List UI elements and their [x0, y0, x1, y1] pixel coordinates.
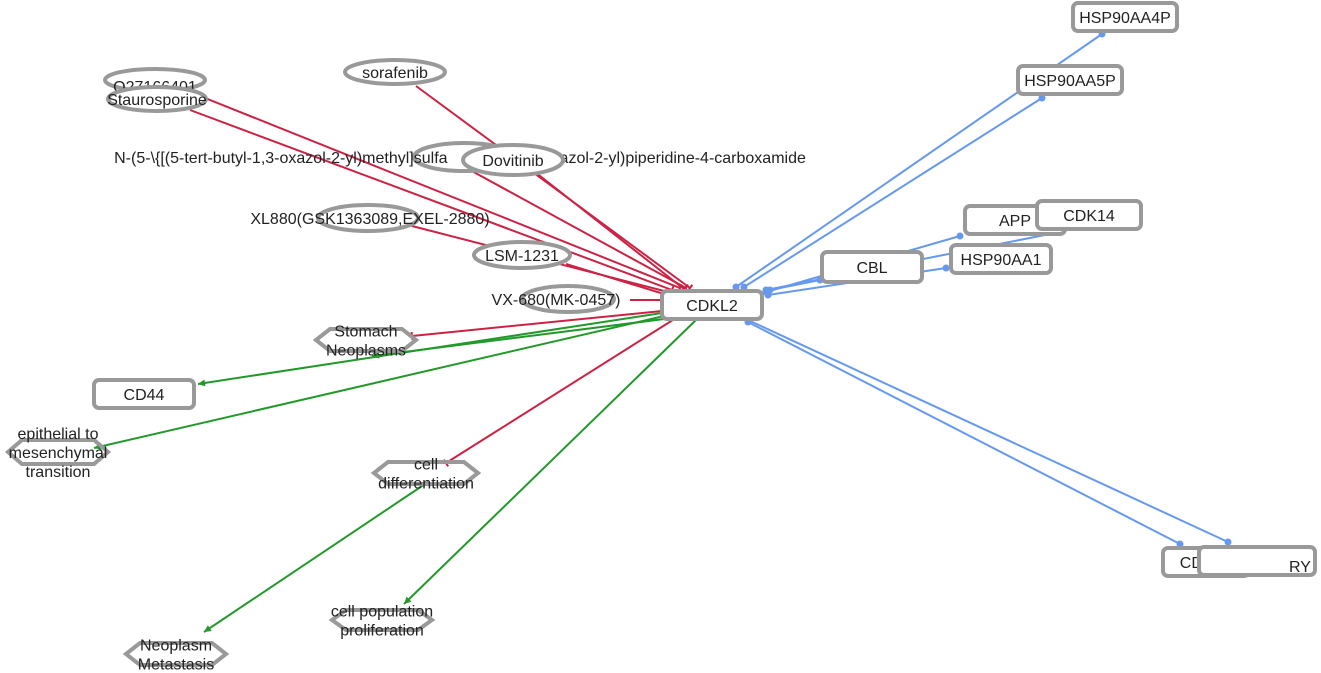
node-label: mesenchymal [9, 445, 108, 462]
interaction-dot [764, 291, 772, 299]
edge-CDKL2-RY-interact[interactable] [744, 316, 1232, 546]
interaction-dot [956, 232, 964, 240]
node-label: VX-680(MK-0457) [492, 292, 621, 309]
node-label: LSM-1231 [485, 248, 559, 265]
node-label: Staurosporine [107, 92, 207, 109]
edge-Dovitinib-CDKL2-inhibit[interactable] [534, 171, 688, 293]
node-shape-diamond [328, 608, 436, 632]
node-shape-rect [1197, 545, 1317, 577]
node-shape-ellipse [520, 284, 616, 314]
node-label: cell [414, 457, 438, 474]
node-lsm1231[interactable]: LSM-1231 [472, 240, 572, 270]
edge-Staurosporine-CDKL2-inhibit[interactable] [189, 109, 675, 295]
edge-CellDiff-NeoMeta-activate[interactable] [203, 481, 429, 633]
edge-CDKL2-HSP90AA5P-interact[interactable] [740, 94, 1046, 291]
node-label: APP [999, 213, 1031, 230]
node-label: sorafenib [362, 65, 428, 82]
node-shape-diamond [4, 438, 112, 466]
arrowhead [204, 625, 212, 632]
node-label: HSP90AA1 [961, 252, 1042, 269]
edge-Q27166401-CDKL2-inhibit[interactable] [189, 91, 683, 293]
node-label: XL880(GSK1363089,EXEL-2880) [250, 211, 489, 228]
node-shape-diamond [122, 641, 230, 667]
node-label: transition [26, 464, 91, 481]
node-nsulfa[interactable]: N-(5-\{[(5-tert-butyl-1,3-oxazol-2-yl)me… [114, 141, 806, 173]
edge-CDKL2-CDC37-interact[interactable] [744, 318, 1184, 548]
node-shape-rect [660, 289, 764, 321]
nodes-layer: CDKL2Q27166401StaurosporinesorafenibN-(5… [4, 1, 1317, 673]
node-shape-ellipse [316, 203, 420, 233]
edge-CDKL2-CD44-activate[interactable] [197, 312, 663, 387]
node-cbl[interactable]: CBL [820, 250, 924, 284]
node-staurosporine[interactable]: Staurosporine [106, 85, 208, 113]
node-xl880[interactable]: XL880(GSK1363089,EXEL-2880) [250, 203, 490, 233]
node-emt[interactable]: epithelial to mesenchymal transition [4, 426, 112, 481]
interaction-dot [732, 283, 740, 291]
node-hsp90aa1[interactable]: HSP90AA1 [949, 243, 1053, 275]
node-label: CD44 [124, 387, 165, 404]
node-cdk14[interactable]: CDK14 [1035, 199, 1143, 231]
edge-Nsulfa-CDKL2-inhibit[interactable] [469, 169, 689, 292]
arrowhead [198, 379, 206, 387]
edge-CDKL2-StomachNeo-activate[interactable] [371, 317, 673, 359]
node-cellprolif[interactable]: cell population proliferation [328, 604, 436, 640]
node-shape-ellipse [343, 58, 447, 86]
interaction-dot [1038, 94, 1046, 102]
node-label: Stomach [334, 324, 397, 341]
node-label: proliferation [340, 623, 424, 640]
node-shape-rect [1035, 199, 1143, 231]
node-label: CDKL2 [686, 298, 738, 315]
node-label: CBL [856, 260, 887, 277]
node-cd44[interactable]: CD44 [92, 378, 196, 410]
node-dovitinib[interactable]: Dovitinib [461, 143, 565, 177]
node-label: cell population [331, 604, 433, 621]
node-shape-rect [1071, 1, 1179, 33]
node-shape-ellipse [106, 85, 208, 113]
node-shape-rect [820, 250, 924, 284]
node-shape-diamond [370, 460, 482, 486]
node-celldiff[interactable]: cell differentiation [370, 457, 482, 493]
edges-layer [93, 30, 1232, 633]
edge-VX680-CDKL2-inhibit[interactable] [630, 296, 663, 304]
node-shape-rect [949, 243, 1053, 275]
arrowhead [404, 596, 412, 604]
interaction-dot [1224, 538, 1232, 546]
node-label: Metastasis [138, 657, 214, 673]
node-shape-ellipse [461, 143, 565, 177]
node-label: N-(5-\{[(5-tert-butyl-1,3-oxazol-2-yl)me… [114, 150, 806, 167]
node-shape-rect [1016, 64, 1124, 96]
node-label: Neoplasm [140, 638, 212, 655]
node-label: epithelial to [18, 426, 99, 443]
node-vx680[interactable]: VX-680(MK-0457) [492, 284, 621, 314]
edge-CDKL2-CellProlif-activate[interactable] [403, 318, 698, 605]
node-label: Dovitinib [482, 153, 543, 170]
node-label: Neoplasms [326, 343, 406, 360]
node-label: differentiation [378, 476, 474, 493]
node-hsp90aa4p[interactable]: HSP90AA4P [1071, 1, 1179, 33]
arrowhead [372, 351, 380, 359]
node-hsp90aa5p[interactable]: HSP90AA5P [1016, 64, 1124, 96]
node-label: HSP90AA5P [1024, 73, 1116, 90]
node-shape-diamond [312, 327, 420, 353]
node-cdkl2[interactable]: CDKL2 [660, 289, 764, 321]
node-label: CDK14 [1063, 208, 1115, 225]
node-label: HSP90AA4P [1079, 10, 1171, 27]
interaction-dot [1176, 540, 1184, 548]
interaction-dot [740, 283, 748, 291]
node-label: RY [1289, 559, 1311, 576]
node-ry[interactable]: RY [1197, 545, 1317, 577]
interaction-dot [942, 264, 950, 272]
node-shape-rect [92, 378, 196, 410]
node-shape-ellipse [472, 240, 572, 270]
node-sorafenib[interactable]: sorafenib [343, 58, 447, 86]
